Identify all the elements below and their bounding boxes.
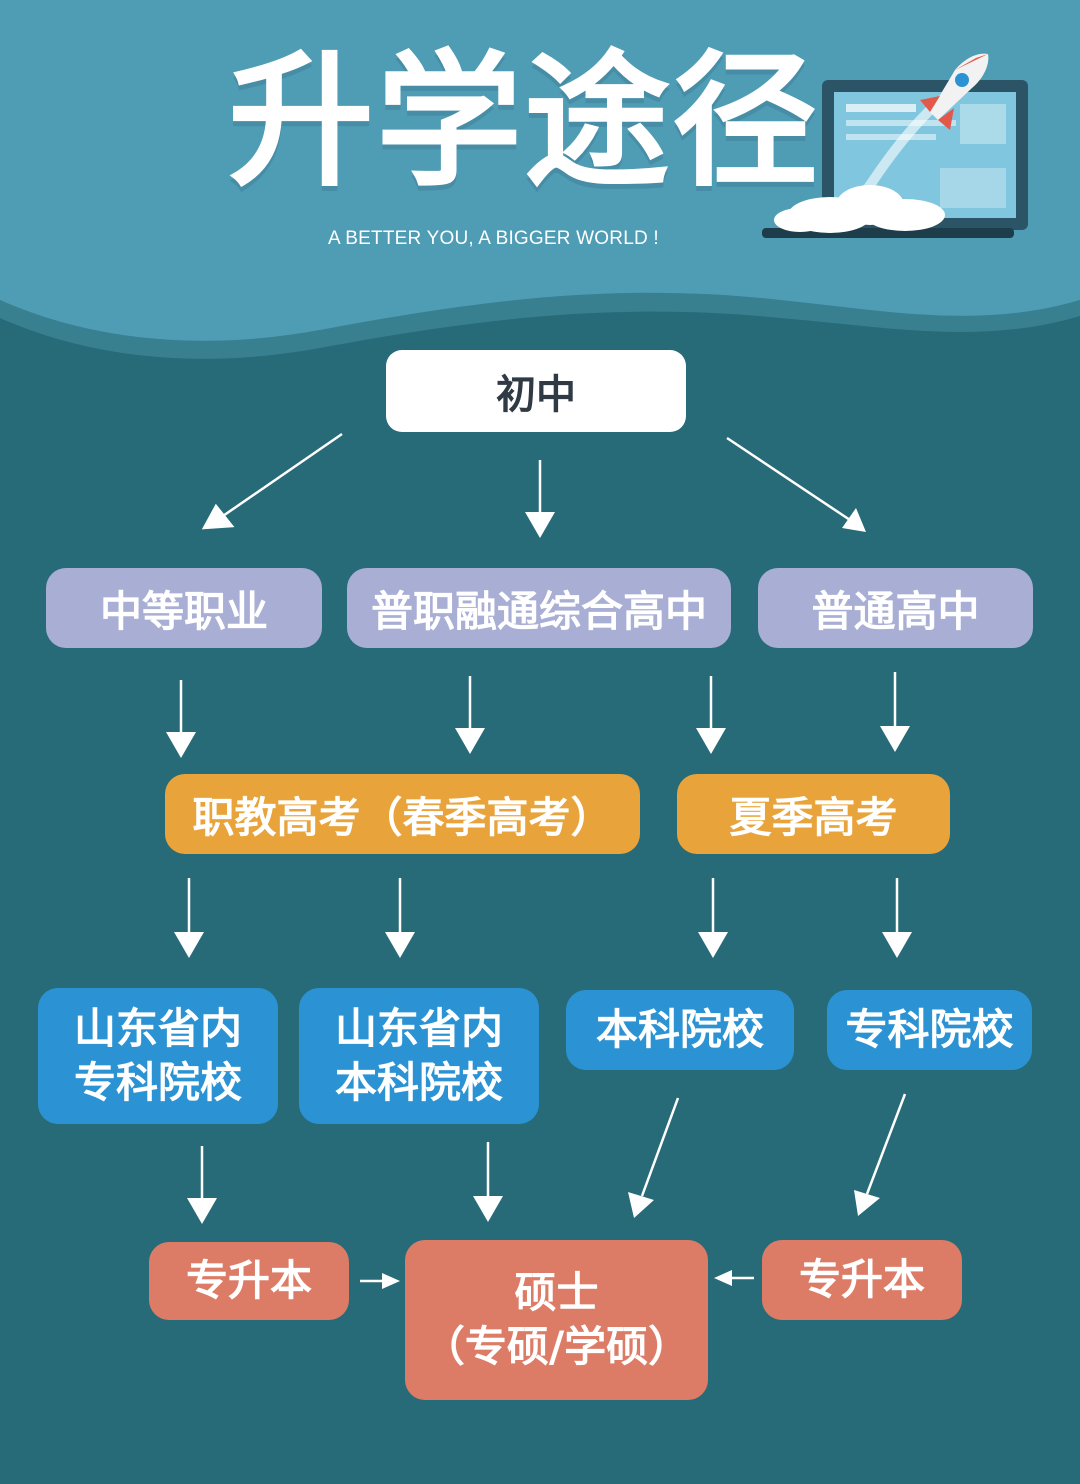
node-label: 普职融通综合高中	[370, 586, 707, 636]
node-sd-undergrad: 山东省内 本科院校	[299, 988, 539, 1124]
node-label-line2: （专硕/学硕）	[422, 1322, 691, 1371]
node-label: 职教高考（春季高考）	[192, 792, 613, 842]
node-master: 硕士 （专硕/学硕）	[405, 1240, 708, 1400]
node-label-line2: 专科院校	[73, 1058, 242, 1107]
node-label: 专升本	[798, 1255, 925, 1304]
node-label: 专升本	[185, 1256, 312, 1305]
node-label: 初中	[496, 372, 576, 418]
node-label: 中等职业	[99, 586, 268, 636]
node-secondary-vocational: 中等职业	[46, 568, 322, 648]
page-title: 升学途径	[228, 37, 820, 207]
node-junior-college: 专科院校	[827, 990, 1032, 1070]
node-label: 本科院校	[595, 1005, 764, 1054]
node-junior-high: 初中	[386, 350, 686, 432]
node-label: 夏季高考	[729, 792, 898, 842]
node-label-line1: 硕士	[514, 1268, 599, 1317]
node-regular-high-school: 普通高中	[758, 568, 1033, 648]
node-sd-junior-college: 山东省内 专科院校	[38, 988, 278, 1124]
node-label-line1: 山东省内	[334, 1004, 503, 1053]
node-upgrade-right: 专升本	[762, 1240, 962, 1320]
node-label: 专科院校	[845, 1005, 1014, 1054]
node-upgrade-left: 专升本	[149, 1242, 349, 1320]
page-subtitle: A BETTER YOU, A BIGGER WORLD !	[328, 228, 659, 249]
node-label: 普通高中	[811, 586, 980, 636]
node-undergrad-college: 本科院校	[566, 990, 794, 1070]
rocket-icon	[920, 53, 989, 130]
node-label-line2: 本科院校	[334, 1058, 503, 1107]
node-label-line1: 山东省内	[73, 1004, 242, 1053]
node-vocational-exam: 职教高考（春季高考）	[165, 774, 640, 854]
cloud-icon	[774, 106, 945, 233]
node-summer-exam: 夏季高考	[677, 774, 950, 854]
node-integrated-high-school: 普职融通综合高中	[347, 568, 731, 648]
